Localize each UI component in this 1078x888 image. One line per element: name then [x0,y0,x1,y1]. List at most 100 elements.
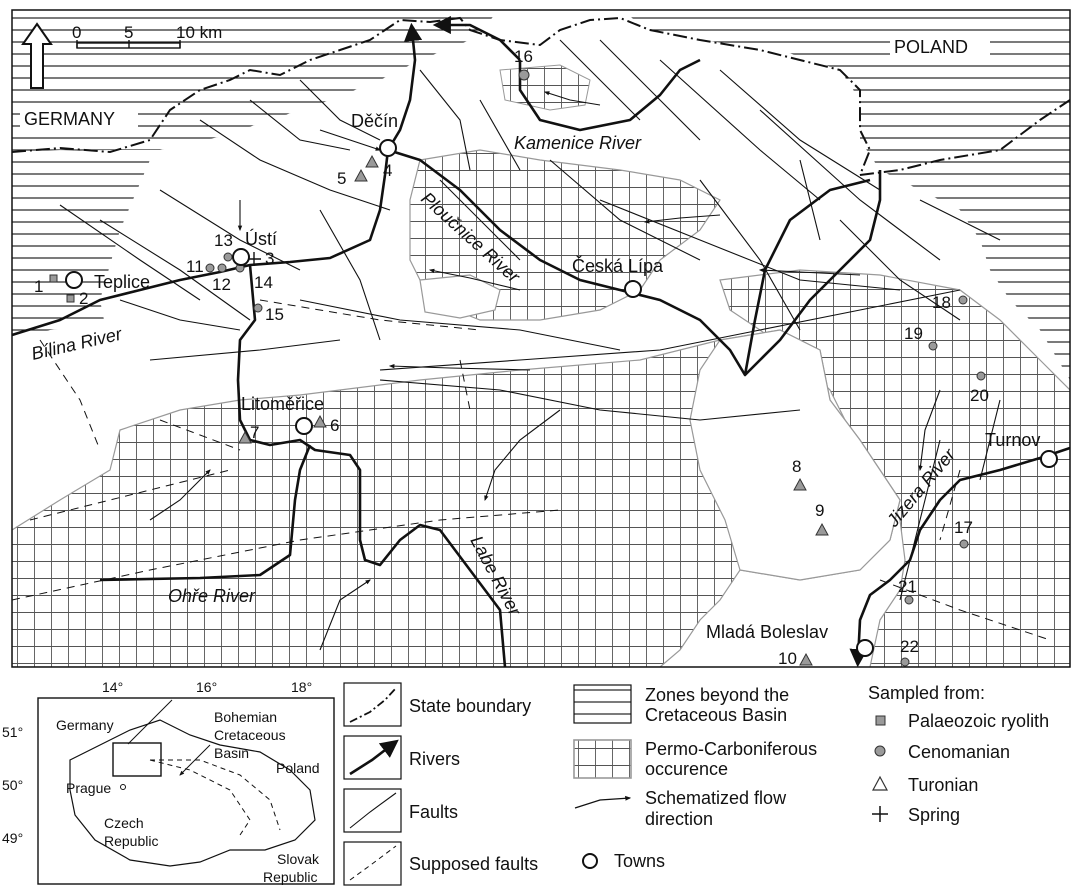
sample-label-10: 10 [778,649,797,668]
sample-21-marker [904,595,914,605]
sample-7-marker [238,430,252,444]
sample-label-20: 20 [970,386,989,405]
legend: State boundary Rivers Faults Supposed fa… [343,682,1049,886]
sample-20-marker [976,371,986,381]
supposed-faults [12,299,1051,641]
state-boundary [12,16,1070,176]
sample-2-marker [66,294,75,303]
inset-prague: Prague [66,780,111,796]
town-label-usti: Ústí [245,228,277,249]
sample-1-marker [49,274,58,283]
sample-16-marker [518,69,530,81]
sample-label-7: 7 [250,423,259,442]
scale-10: 10 km [176,23,222,42]
sample-label-17: 17 [954,518,973,537]
inset-lat-51: 51° [2,724,23,740]
sample-13-marker [223,252,233,262]
scale-0: 0 [72,23,81,42]
town-label-ceska-lipa: Česká Lípa [572,255,664,276]
legend-state-boundary: State boundary [409,696,531,716]
sample-label-22: 22 [900,637,919,656]
town-markers [65,139,1058,657]
town-label-turnov: Turnov [985,430,1040,450]
sample-12-marker [217,263,227,273]
flow-arrows [149,91,941,651]
sample-labels: 1 2 3 4 5 6 7 8 9 10 11 12 13 14 15 16 1… [34,47,989,668]
sample-15-marker [253,303,263,313]
scale-bar: 0 5 10 km [72,23,222,49]
inset-lon-18: 18° [291,679,312,695]
inset-czech-1: Czech [104,815,144,831]
sample-label-1: 1 [34,277,43,296]
inset-lon-14: 14° [102,679,123,695]
rivers [12,15,1070,667]
legend-flow-1: Schematized flow [645,788,787,808]
sample-label-14: 14 [254,273,273,292]
inset-slovak-2: Republic [263,869,317,885]
inset-czech-2: Republic [104,833,158,849]
legend-supposed-faults: Supposed faults [409,854,538,874]
inset-poland: Poland [276,760,320,776]
sample-10-marker [799,652,813,666]
country-poland: POLAND [894,37,968,57]
town-label-decin: Děčín [351,111,398,131]
river-label-kamenice: Kamenice River [514,133,642,153]
legend-spring: Spring [908,805,960,825]
sample-label-2: 2 [79,289,88,308]
town-labels: Děčín Ústí Teplice Česká Lípa Litoměřice… [94,111,1040,642]
country-labels: POLAND GERMANY [20,34,990,132]
sample-label-21: 21 [898,577,917,596]
town-usti-marker [232,248,250,266]
legend-towns: Towns [614,851,665,871]
sample-label-6: 6 [330,416,339,435]
legend-rivers: Rivers [409,749,460,769]
town-label-mlada-boleslav: Mladá Boleslav [706,622,828,642]
sample-label-3: 3 [265,249,274,268]
sample-label-5: 5 [337,169,346,188]
legend-palaeozoic: Palaeozoic ryolith [908,711,1049,731]
legend-permo-2: occurence [645,759,728,779]
sample-label-9: 9 [815,501,824,520]
inset-basin-1: Bohemian [214,709,277,725]
legend-cenomanian: Cenomanian [908,742,1010,762]
sample-4-marker [365,154,379,168]
scale-5: 5 [124,23,133,42]
legend-permo-1: Permo-Carboniferous [645,739,817,759]
sample-22-marker [900,657,910,667]
town-litomerice-marker [295,417,313,435]
inset-basin-3: Basin [214,745,249,761]
sample-17-marker [959,539,969,549]
legend-sampled-from: Sampled from: [868,683,985,703]
inset-map: 14° 16° 18° 51° 50° 49° Germany Poland P… [2,679,335,885]
sample-6-marker [313,414,327,428]
main-map [12,10,1070,667]
sample-label-16: 16 [514,47,533,66]
sample-9-marker [815,522,829,536]
legend-zones-2: Cretaceous Basin [645,705,787,725]
sample-5-marker [354,168,368,182]
map-frame [11,9,1071,668]
sample-label-18: 18 [932,293,951,312]
sample-label-4: 4 [383,161,392,180]
sample-8-marker [793,477,807,491]
sample-label-15: 15 [265,305,284,324]
sample-label-8: 8 [792,457,801,476]
inset-lat-50: 50° [2,777,23,793]
legend-zones-1: Zones beyond the [645,685,789,705]
town-label-litomerice: Litoměřice [241,394,324,414]
country-germany: GERMANY [24,109,115,129]
town-ceska-lipa-marker [624,280,642,298]
sample-11-marker [205,263,215,273]
town-mlada-boleslav-marker [856,639,874,657]
town-label-teplice: Teplice [94,272,150,292]
sample-19-marker [928,341,938,351]
sample-label-11: 11 [186,257,204,276]
inset-lon-16: 16° [196,679,217,695]
sample-label-12: 12 [212,275,231,294]
river-label-ohre: Ohře River [168,586,256,606]
sample-label-13: 13 [214,231,233,250]
inset-lat-49: 49° [2,830,23,846]
legend-faults: Faults [409,802,458,822]
legend-flow-2: direction [645,809,713,829]
inset-basin-2: Cretaceous [214,727,286,743]
